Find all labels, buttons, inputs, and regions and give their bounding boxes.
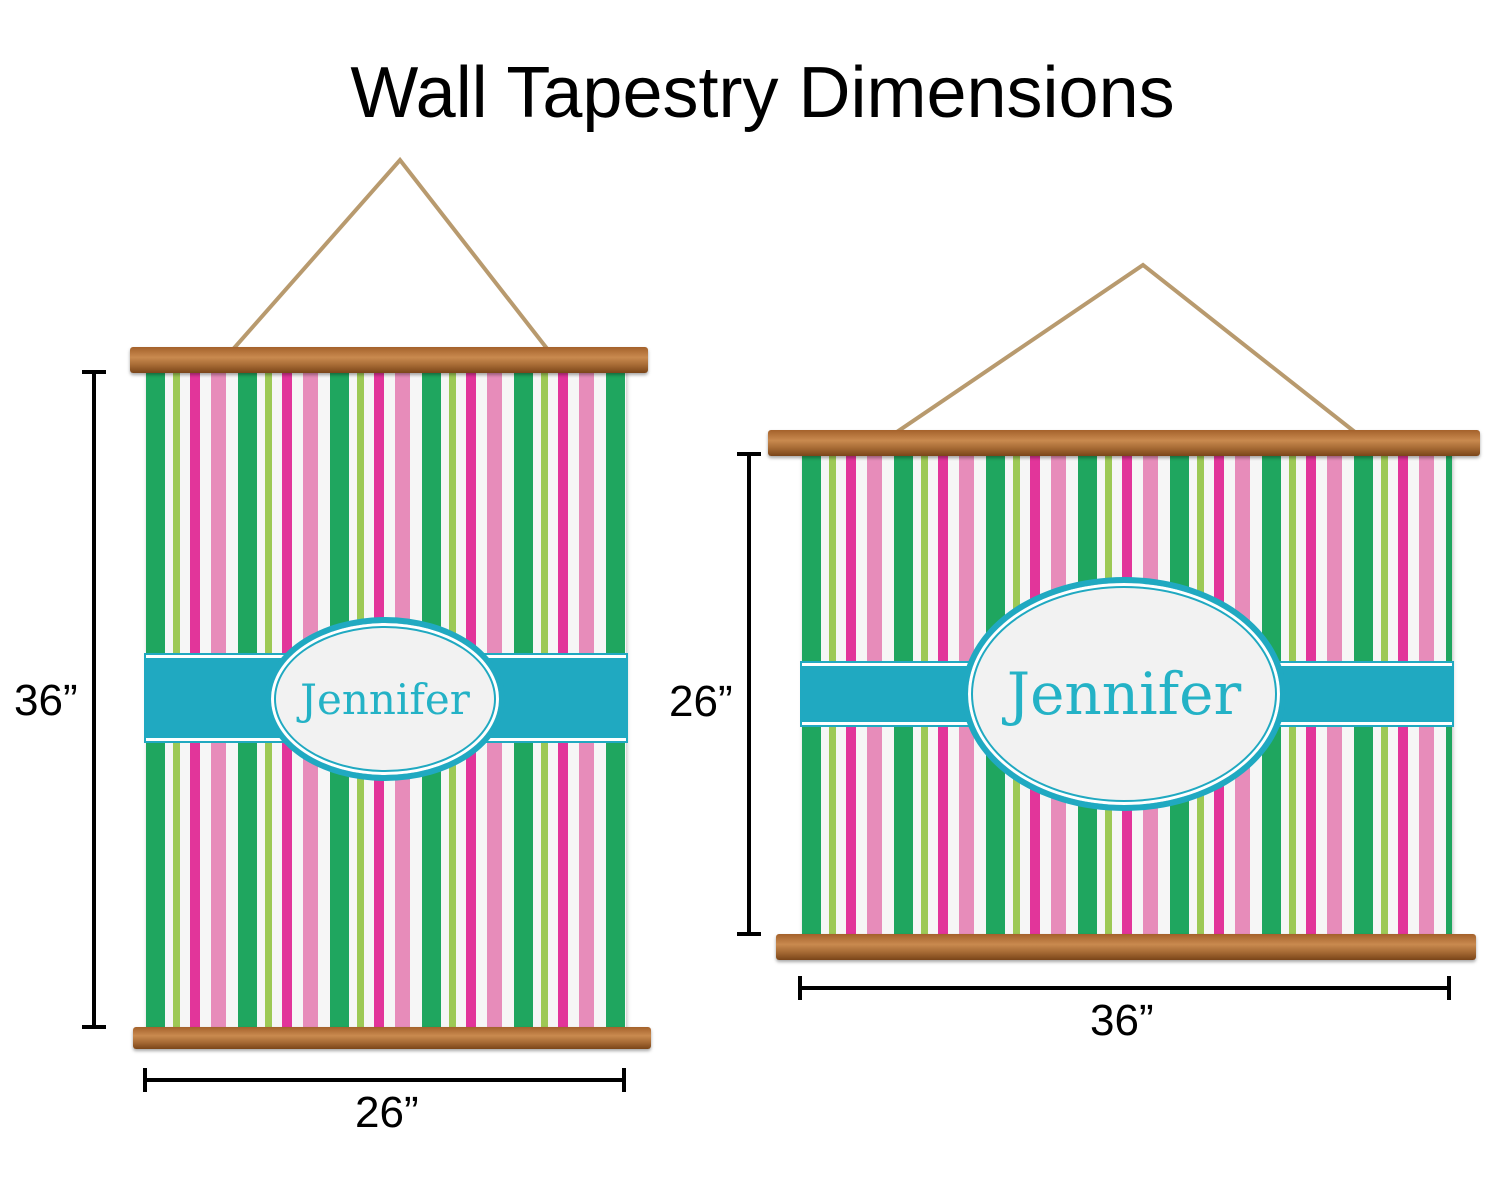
height-dimension-line [92,371,96,1028]
height-label: 26” [669,677,733,726]
tick [737,452,761,456]
height-dimension-line [747,454,751,934]
tick [798,976,802,1000]
tick [737,932,761,936]
tick [143,1068,147,1092]
top-wooden-rod [768,430,1480,456]
name-label: Jennifer [962,577,1286,811]
top-wooden-rod [130,347,648,373]
width-dimension-line [800,986,1450,990]
bottom-wooden-rod [776,934,1476,960]
page-title: Wall Tapestry Dimensions [350,53,1175,133]
bottom-wooden-rod [133,1027,651,1049]
width-label: 36” [1090,996,1154,1045]
tick [622,1068,626,1092]
tick [82,1025,106,1029]
height-label: 36” [14,676,78,725]
width-dimension-line [145,1078,625,1082]
width-label: 26” [355,1088,419,1137]
name-label: Jennifer [265,617,505,781]
tick [82,370,106,374]
tick [1447,976,1451,1000]
